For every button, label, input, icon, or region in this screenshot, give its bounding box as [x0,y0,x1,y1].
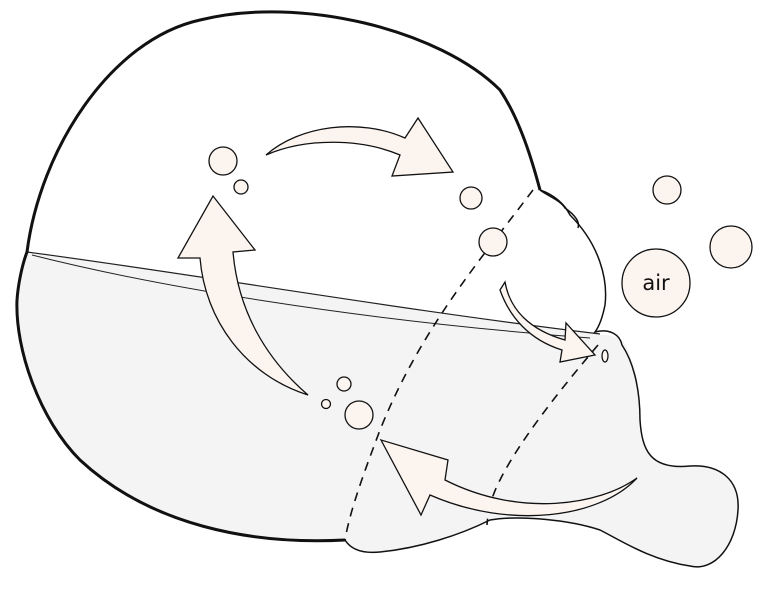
bubble [344,400,374,430]
water-region [16,252,739,567]
bubble [320,398,332,410]
air-label: air [642,271,670,295]
bottle-neck-stroke [344,189,739,568]
bottom-curved-arrow [379,438,638,517]
bubble [336,376,352,392]
water-surface-line [26,251,601,335]
left-curved-arrow [176,194,309,396]
air-bubble-labeled [621,248,691,318]
bottle-nub-stroke [539,189,580,229]
neck-curved-arrow [499,280,597,363]
bubble [478,227,508,257]
bubble [208,146,238,176]
nozzle-bubble [601,349,609,363]
bubble [233,179,249,195]
bottle-lower-stroke [15,299,346,543]
bottle-outline-stroke [15,10,542,301]
water-surface-line-inner [31,254,591,339]
air-bubble [709,225,753,269]
bubble [459,186,483,210]
top-curved-arrow [265,116,455,177]
air-bubble [652,175,682,205]
